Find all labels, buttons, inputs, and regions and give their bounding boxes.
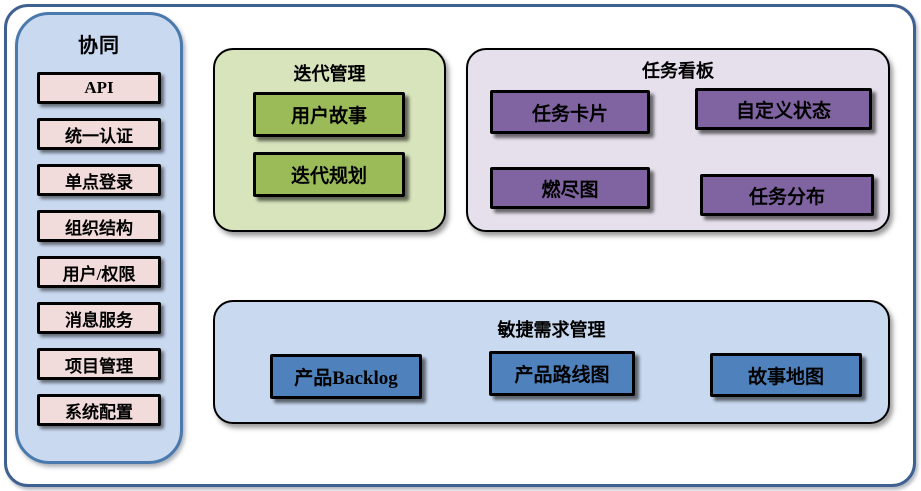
sidebar-item-api: API bbox=[37, 72, 161, 104]
sidebar-item-system-config: 系统配置 bbox=[37, 394, 161, 426]
module-iteration-planning: 迭代规划 bbox=[253, 152, 405, 197]
module-product-backlog: 产品Backlog bbox=[270, 354, 422, 399]
group-iteration-management: 迭代管理 用户故事 迭代规划 bbox=[213, 48, 446, 232]
module-task-distribution: 任务分布 bbox=[700, 174, 874, 216]
group-iteration-title: 迭代管理 bbox=[293, 64, 366, 84]
group-agile-requirement-management: 敏捷需求管理 产品Backlog 产品路线图 故事地图 bbox=[213, 300, 890, 424]
module-user-story: 用户故事 bbox=[253, 92, 405, 137]
group-agile-title: 敏捷需求管理 bbox=[497, 320, 606, 340]
module-task-card: 任务卡片 bbox=[490, 90, 650, 134]
module-custom-status: 自定义状态 bbox=[695, 88, 872, 130]
sidebar-item-list: API 统一认证 单点登录 组织结构 用户/权限 消息服务 项目管理 系统配置 bbox=[18, 72, 180, 426]
sidebar-title: 协同 bbox=[78, 35, 120, 57]
sidebar-item-project-management: 项目管理 bbox=[37, 348, 161, 380]
module-product-roadmap: 产品路线图 bbox=[489, 351, 635, 396]
sidebar-item-org-structure: 组织结构 bbox=[37, 210, 161, 242]
sidebar-item-unified-auth: 统一认证 bbox=[37, 118, 161, 150]
module-burndown-chart: 燃尽图 bbox=[490, 167, 650, 209]
group-task-board: 任务看板 任务卡片 自定义状态 燃尽图 任务分布 bbox=[466, 48, 890, 232]
collaboration-sidebar: 协同 API 统一认证 单点登录 组织结构 用户/权限 消息服务 项目管理 系统… bbox=[15, 12, 183, 464]
sidebar-item-message-service: 消息服务 bbox=[37, 302, 161, 334]
sidebar-item-user-permission: 用户/权限 bbox=[37, 256, 161, 288]
module-story-map: 故事地图 bbox=[710, 353, 862, 397]
group-task-board-title: 任务看板 bbox=[642, 61, 714, 81]
sidebar-item-sso: 单点登录 bbox=[37, 164, 161, 196]
